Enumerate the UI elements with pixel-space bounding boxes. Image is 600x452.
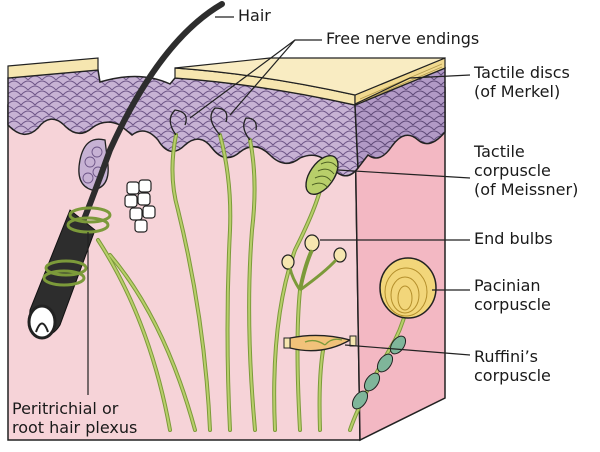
label-tactile-corpuscle-line2: corpuscle	[474, 161, 551, 180]
label-tactile-corpuscle-line3: (of Meissner)	[474, 180, 579, 199]
label-pacinian-corpuscle: Pacinian corpuscle	[474, 276, 551, 314]
hair-papilla	[35, 322, 49, 333]
leader-lines	[87, 16, 471, 395]
label-pacinian-line2: corpuscle	[474, 295, 551, 314]
end-bulbs	[281, 234, 347, 270]
label-ruffini-line1: Ruffini’s	[474, 347, 539, 366]
label-end-bulbs: End bulbs	[474, 229, 553, 248]
corneum-striations	[359, 63, 443, 103]
end-bulb-stalks	[288, 249, 338, 292]
label-ruffini-line2: corpuscle	[474, 366, 551, 385]
pacinian-corpuscle	[379, 257, 437, 319]
stratum-corneum-front-left	[7, 57, 99, 79]
label-tactile-discs-line2: (of Merkel)	[474, 82, 561, 101]
label-hair: Hair	[238, 6, 271, 25]
epidermis-side	[354, 66, 446, 171]
label-tactile-corpuscle-line1: Tactile	[474, 142, 525, 161]
label-root-hair-plexus: Peritrichial or root hair plexus	[12, 399, 137, 437]
label-tactile-corpuscle: Tactile corpuscle (of Meissner)	[474, 142, 578, 199]
label-ruffini-corpuscle: Ruffini’s corpuscle	[474, 347, 551, 385]
label-free-nerve-endings: Free nerve endings	[326, 29, 480, 48]
hair-bulb	[27, 304, 57, 340]
free-nerve-ending-loops	[169, 107, 257, 141]
label-root-hair-plexus-line2: root hair plexus	[12, 418, 138, 437]
root-hair-plexus-rings	[42, 206, 112, 287]
stratum-corneum-top	[174, 57, 446, 96]
label-root-hair-plexus-line1: Peritrichial or	[12, 399, 119, 418]
label-tactile-discs: Tactile discs (of Merkel)	[474, 63, 570, 101]
ruffini-corpuscle	[283, 334, 357, 352]
nerve-fibers-inner	[97, 134, 409, 431]
gland-cluster	[124, 179, 156, 233]
meissner-corpuscle	[305, 155, 339, 195]
label-pacinian-line1: Pacinian	[474, 276, 541, 295]
label-tactile-discs-line1: Tactile discs	[474, 63, 570, 82]
